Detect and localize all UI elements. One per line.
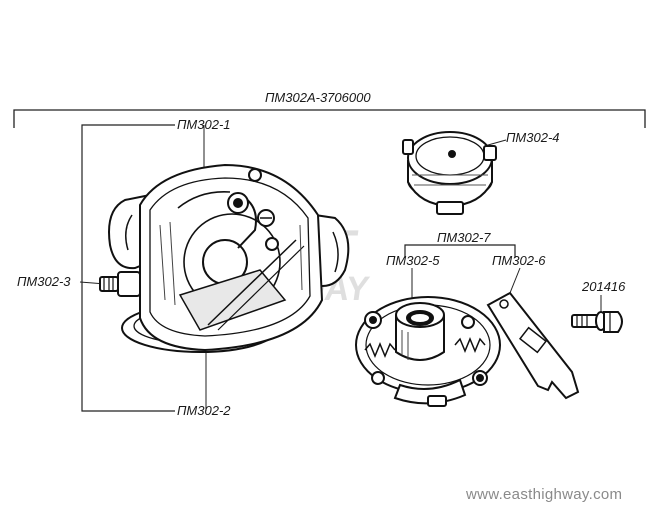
cam-cover-pm302-4 <box>402 131 497 215</box>
label-pm302-6: ПМ302-6 <box>492 253 546 268</box>
plate-pm302-6 <box>486 291 580 400</box>
label-pm302-3: ПМ302-3 <box>17 274 71 289</box>
label-pm302-4: ПМ302-4 <box>506 130 560 145</box>
label-pm302-5: ПМ302-5 <box>386 253 440 268</box>
cam-bushing-pm302-5 <box>395 302 445 361</box>
label-pm302-1: ПМ302-1 <box>177 117 231 132</box>
watermark-url: www.easthighway.com <box>466 486 623 503</box>
label-pm302-7: ПМ302-7 <box>437 230 491 245</box>
label-pm302-2: ПМ302-2 <box>177 403 231 418</box>
distributor-body-pm302-2 <box>108 163 350 353</box>
left-group-bracket <box>81 124 175 412</box>
label-bolt-201416: 201416 <box>582 279 626 294</box>
label-assembly: ПМ302А-3706000 <box>265 90 371 105</box>
group-7-bracket <box>404 244 516 258</box>
assembly-bracket <box>13 109 646 128</box>
terminal-pm302-3 <box>99 271 141 297</box>
bolt-201416 <box>571 311 623 333</box>
